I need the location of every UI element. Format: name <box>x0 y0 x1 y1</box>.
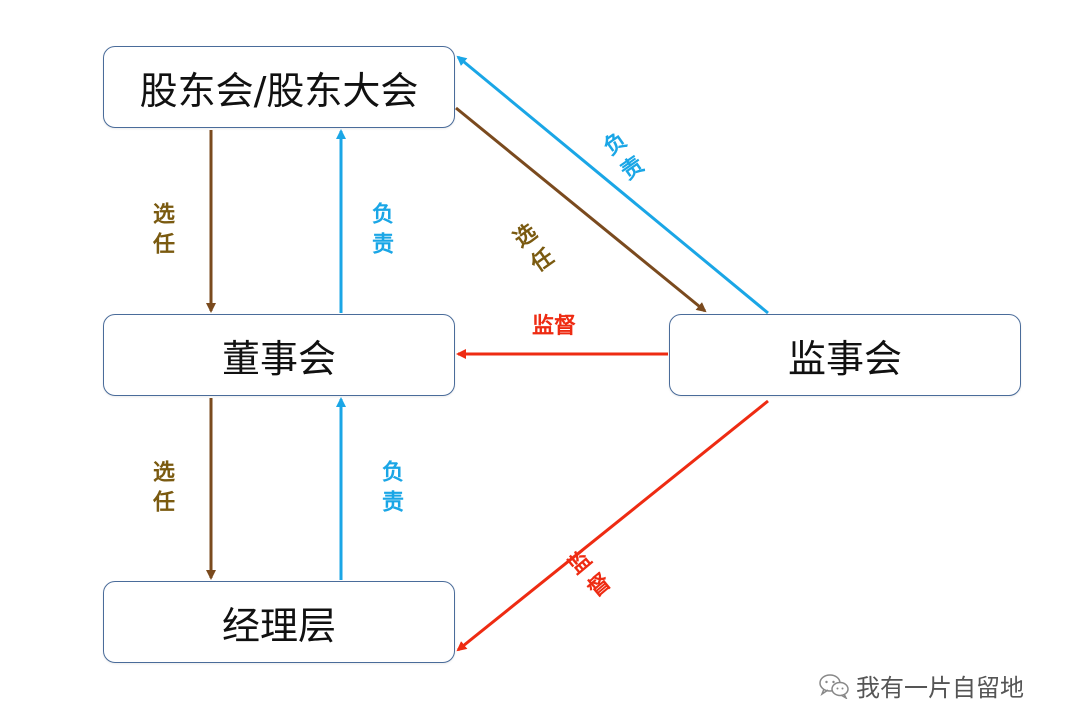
label-board-elect-management: 选任 <box>149 460 174 520</box>
watermark: 我有一片自留地 <box>818 668 1024 703</box>
label-management-responsible-board: 负责 <box>378 460 403 520</box>
label-supervisory-supervise-board: 监督 <box>532 314 577 339</box>
arrow-supervisory-to-shareholders <box>456 55 769 315</box>
node-shareholders-meeting: 股东会/股东大会 <box>103 46 455 128</box>
label-board-responsible-shareholders: 负责 <box>368 202 393 262</box>
wechat-icon <box>819 673 849 699</box>
node-supervisory-board: 监事会 <box>669 314 1021 396</box>
label-shareholders-elect-board: 选任 <box>149 202 174 262</box>
node-board-of-directors: 董事会 <box>103 314 455 396</box>
watermark-text: 我有一片自留地 <box>856 674 1024 702</box>
node-management: 经理层 <box>103 581 455 663</box>
arrow-supervisory-to-management <box>456 399 769 652</box>
arrow-shareholders-to-supervisory <box>455 106 707 313</box>
